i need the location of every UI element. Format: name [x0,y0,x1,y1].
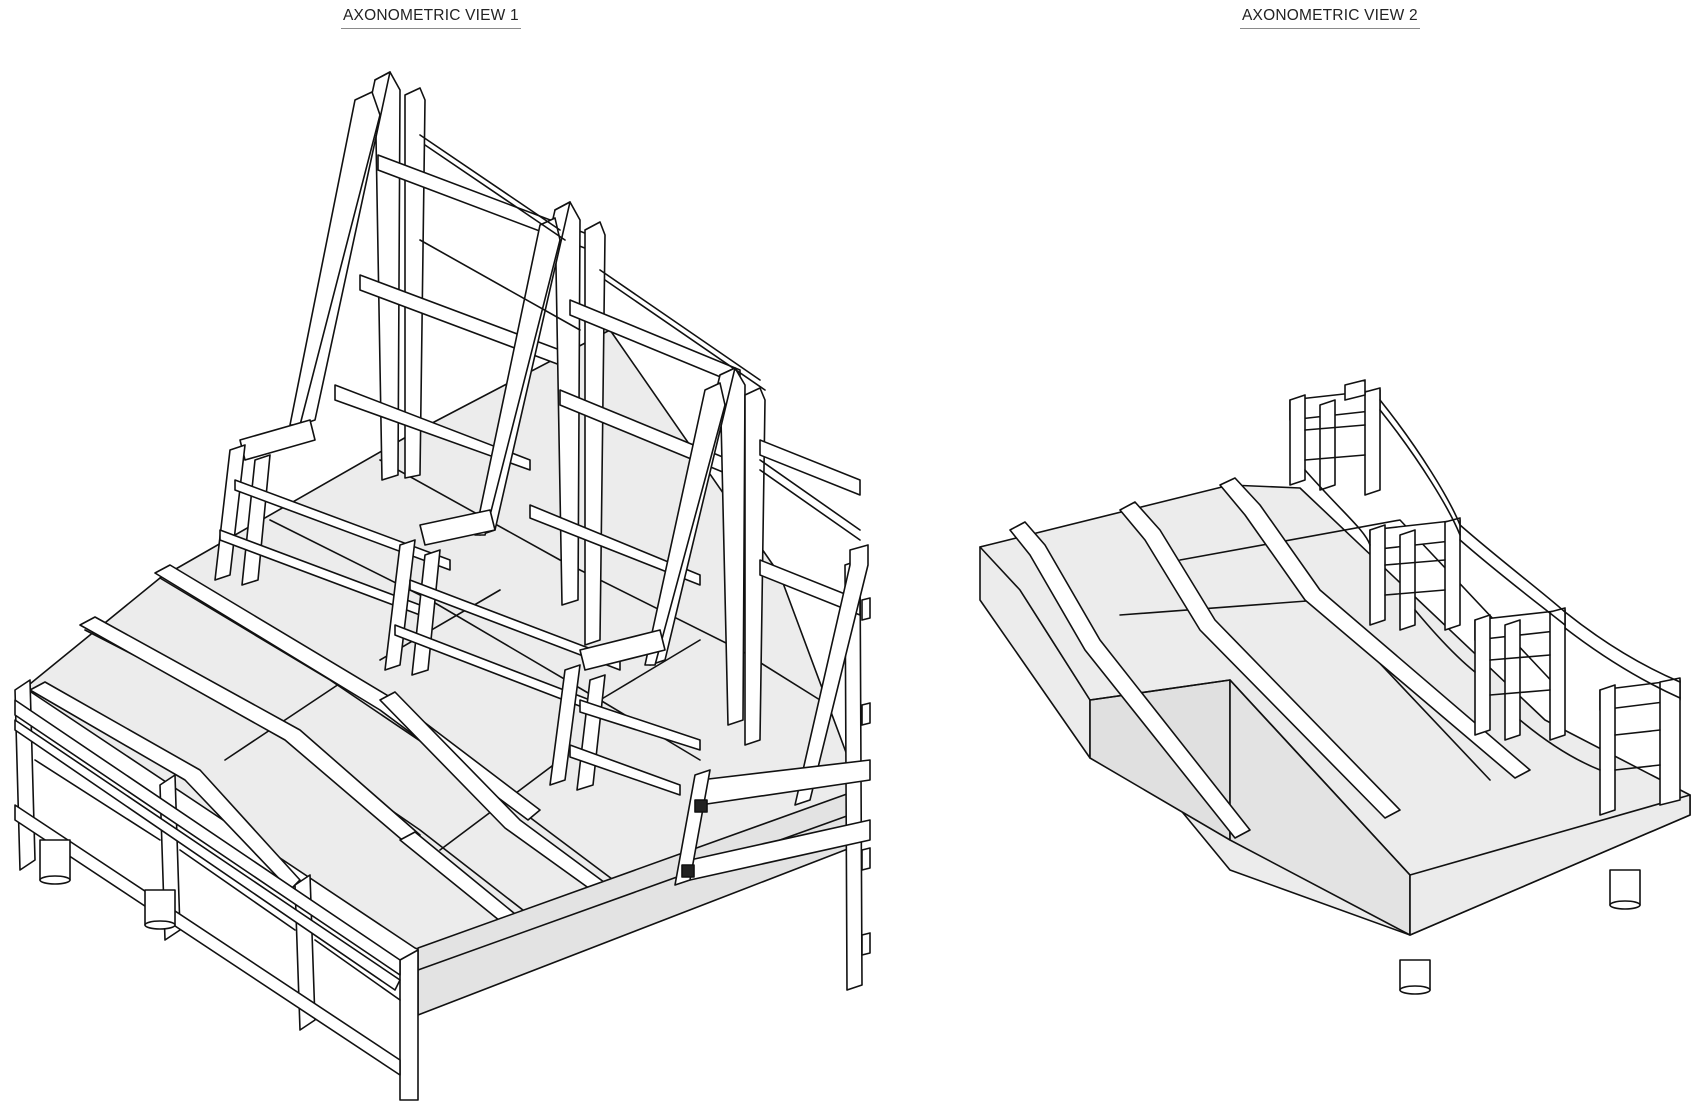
frame-module-1 [1289,379,1381,496]
axonometric-view-1 [14,71,871,1101]
module-tie-rails [1304,399,1681,771]
view-2-title: AXONOMETRIC VIEW 2 [1240,7,1420,29]
frame-tie-rails [419,134,861,541]
backrest-frame-3 [549,367,861,796]
view-1-title: AXONOMETRIC VIEW 1 [341,7,521,29]
frame-module-3 [1474,607,1566,741]
frame-module-2 [1369,517,1461,631]
backrest-frame-1 [214,71,591,616]
support-feet [39,839,176,930]
axonometric-view-2 [979,379,1691,995]
left-side-rail-frame [14,679,419,1101]
deck-runner-battens-2 [1009,477,1531,839]
fascia-block-right [1409,794,1691,936]
frame-module-4 [1599,677,1681,816]
deck-runner-battens [29,564,636,926]
fascia-block-left [1089,679,1231,841]
front-armrest [674,544,871,886]
backrest-frame-2 [384,201,741,711]
support-feet-2 [1399,869,1641,995]
